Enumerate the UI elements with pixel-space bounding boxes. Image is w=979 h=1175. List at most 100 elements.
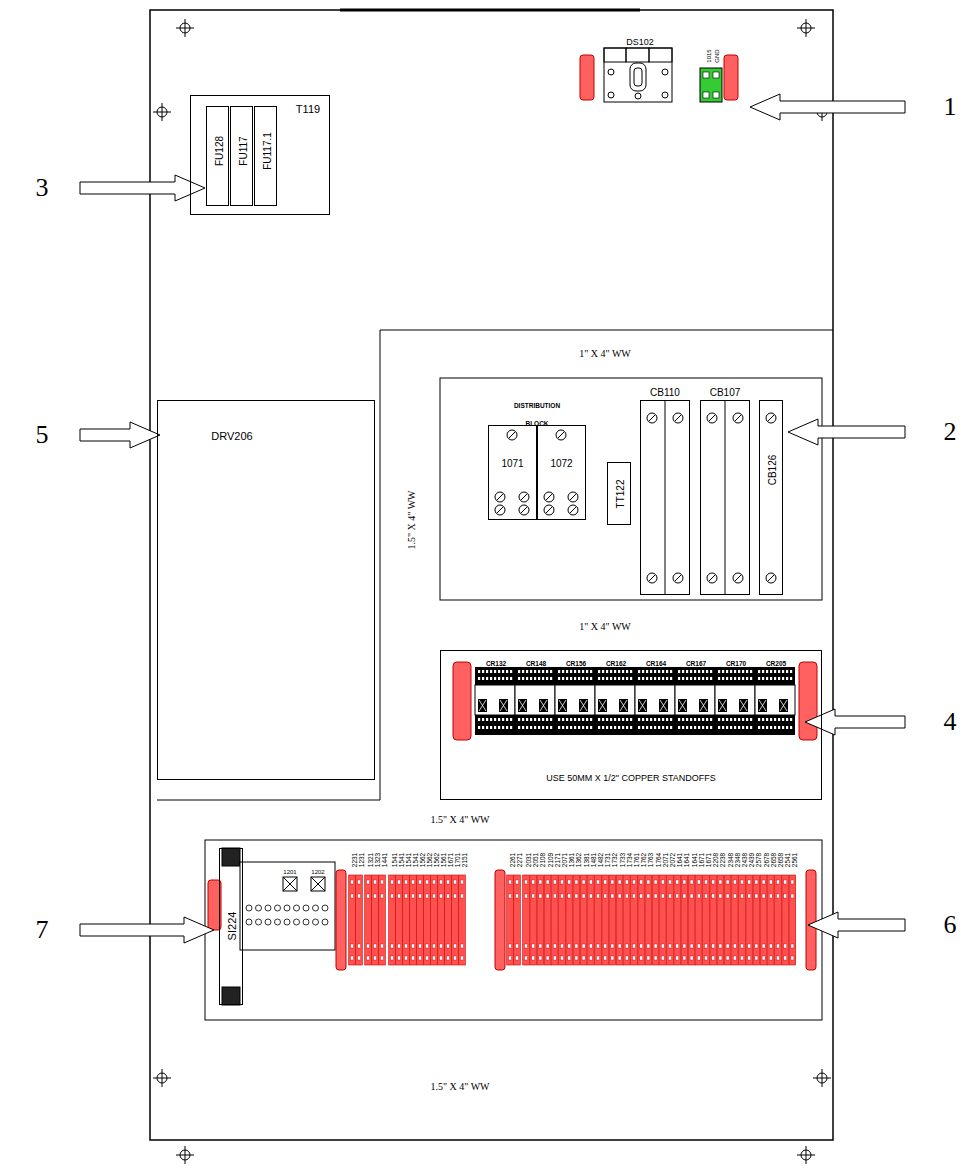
module-terminal: [246, 919, 252, 925]
relay-contact: [540, 700, 547, 711]
distribution-pole-label: 1072: [550, 458, 572, 469]
text-holder: 1561: [432, 853, 450, 867]
terminal-screw: [707, 573, 717, 583]
terminal-opening: [654, 718, 656, 721]
text-holder: 2658: [762, 853, 780, 867]
terminal-opening: [558, 726, 560, 729]
terminal-opening: [618, 677, 620, 680]
generated-parts: [246, 413, 796, 965]
terminal-opening: [490, 726, 492, 729]
text-holder: 1641: [668, 853, 686, 867]
terminal-block: [365, 875, 372, 965]
terminal-screw: [633, 944, 636, 948]
terminal-screw: [447, 944, 450, 948]
terminal-number: 1671: [698, 853, 705, 867]
din-end-clamp: [336, 870, 346, 970]
terminal-screw: [633, 894, 636, 898]
disconnect-switch: DS1021015GND: [595, 30, 745, 110]
terminal-opening: [766, 670, 768, 673]
terminal-opening: [722, 726, 724, 729]
terminal-opening: [786, 726, 788, 729]
text-holder: 2151: [453, 853, 471, 867]
screw-slot: [546, 494, 552, 500]
mounting-hole: [153, 103, 171, 121]
terminal-opening: [574, 718, 576, 721]
terminal-opening: [542, 670, 544, 673]
relay-contact: [718, 699, 727, 712]
terminal-screw: [611, 894, 614, 898]
terminal-block: [379, 875, 386, 965]
terminal-opening: [758, 677, 760, 680]
terminal-screw: [604, 880, 607, 884]
terminal-screw: [495, 505, 505, 515]
terminal-screw: [539, 956, 542, 960]
terminal-body: [431, 875, 438, 965]
relay-contact: [580, 700, 587, 711]
text-holder: CR132: [486, 652, 506, 670]
relay-contact: [598, 699, 607, 712]
terminal-opening: [478, 726, 480, 729]
terminal-opening: [482, 726, 484, 729]
text-holder: 1671: [697, 853, 715, 867]
relay-body: [595, 685, 635, 715]
text-holder: 2109: [539, 853, 557, 867]
terminal-screw: [640, 944, 643, 948]
terminal-screw: [654, 944, 657, 948]
relay-contact: [620, 700, 627, 711]
terminal-opening: [742, 677, 744, 680]
terminal-screw: [784, 944, 787, 948]
terminal-opening: [506, 670, 508, 673]
terminal-opening: [562, 718, 564, 721]
text-holder: 7: [36, 916, 49, 945]
text-holder: 1361: [560, 853, 578, 867]
module-terminal: [256, 905, 262, 911]
disconnect-handle: [634, 68, 642, 86]
terminal-opening: [702, 670, 704, 673]
module-terminal: [303, 905, 309, 911]
terminal-opening: [646, 726, 648, 729]
relay-contact: [518, 699, 527, 712]
terminal-screw: [412, 894, 415, 898]
text-holder: 2261: [501, 853, 519, 867]
text-holder: 1362: [568, 853, 586, 867]
terminal-opening: [550, 670, 552, 673]
terminal-screw: [419, 880, 422, 884]
relay-contact: [699, 699, 708, 712]
relay-contact: [559, 700, 566, 711]
terminal-screw: [556, 430, 566, 440]
terminal-opening: [662, 677, 664, 680]
terminal-opening: [702, 718, 704, 721]
fuse-holder-label: FU117.1: [262, 132, 273, 170]
terminal-screw: [640, 880, 643, 884]
terminal-block: [624, 875, 631, 965]
screw-slot: [768, 575, 774, 581]
terminal-opening: [506, 718, 508, 721]
terminal-screw: [381, 944, 384, 948]
terminal-opening: [734, 670, 736, 673]
transformer-box: FU128FU117FU117.1T119: [190, 95, 330, 215]
text-holder: USE 50MM X 1/2" COPPER STANDOFFS: [546, 767, 716, 785]
terminal-screw: [568, 894, 571, 898]
terminal-screw: [769, 956, 772, 960]
relay-terminals: [755, 715, 795, 735]
din-end-clamp: [799, 662, 817, 740]
terminal-screw: [683, 956, 686, 960]
relay-contact: [759, 700, 766, 711]
terminal-number: 2171: [554, 853, 561, 867]
terminal-screw: [640, 894, 643, 898]
text-holder: 2: [944, 418, 957, 447]
terminal-opening: [586, 718, 588, 721]
terminal-screw: [733, 944, 736, 948]
terminal-screw: [705, 944, 708, 948]
relay-symbol: [515, 667, 555, 735]
terminal-opening: [722, 670, 724, 673]
terminal-number: 2108: [540, 853, 547, 867]
text-holder: DISTRIBUTION BLOCK: [508, 394, 566, 429]
wireway-line: [157, 800, 380, 801]
screw-slot: [521, 507, 527, 513]
terminal-screw: [690, 894, 693, 898]
terminal-number: 1671: [447, 853, 454, 867]
terminal-opening: [730, 677, 732, 680]
relay-symbol: [675, 667, 715, 735]
disconnect-pole: [604, 48, 626, 62]
